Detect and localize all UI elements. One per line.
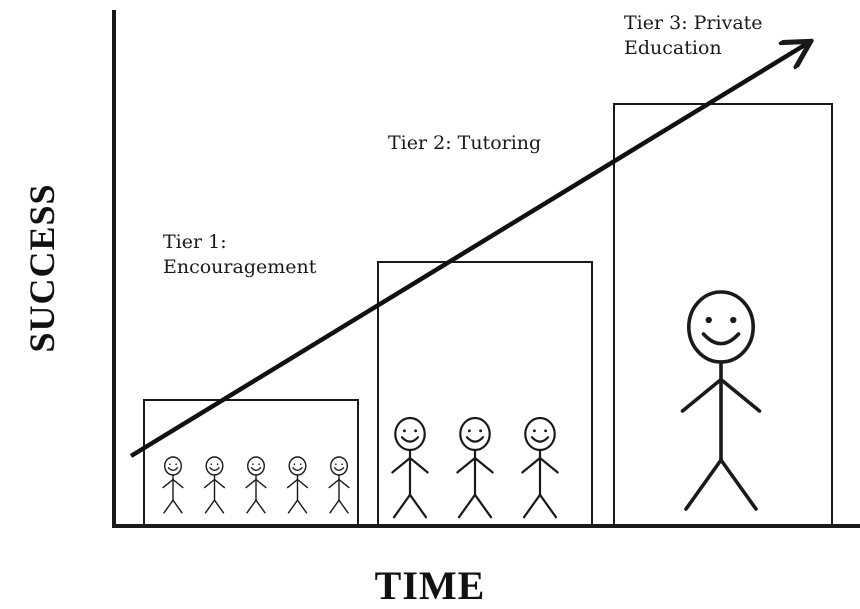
- stick-figure: [680, 290, 762, 511]
- stick-figure: [328, 456, 350, 514]
- tier1-label: Tier 1: Encouragement: [163, 231, 317, 278]
- success-arrow: [129, 43, 808, 458]
- tier2-figures: [391, 416, 559, 519]
- stick-figure: [245, 456, 267, 514]
- stick-figure: [456, 416, 494, 519]
- y-axis-title: SUCCESS: [22, 183, 62, 353]
- tier1-box: [143, 399, 359, 527]
- tier3-label: Tier 3: Private Education: [624, 12, 763, 59]
- x-axis-title: TIME: [374, 563, 486, 608]
- stick-figure: [521, 416, 559, 519]
- tier3-box: [613, 103, 833, 527]
- stick-figure: [391, 416, 429, 519]
- tier3-figures: [680, 290, 762, 511]
- stick-figure: [162, 456, 184, 514]
- tier2-label: Tier 2: Tutoring: [388, 132, 542, 154]
- stick-figure: [286, 456, 309, 514]
- tier2-box: [377, 261, 593, 527]
- tier1-figures: [162, 456, 350, 514]
- stick-figure: [203, 456, 226, 514]
